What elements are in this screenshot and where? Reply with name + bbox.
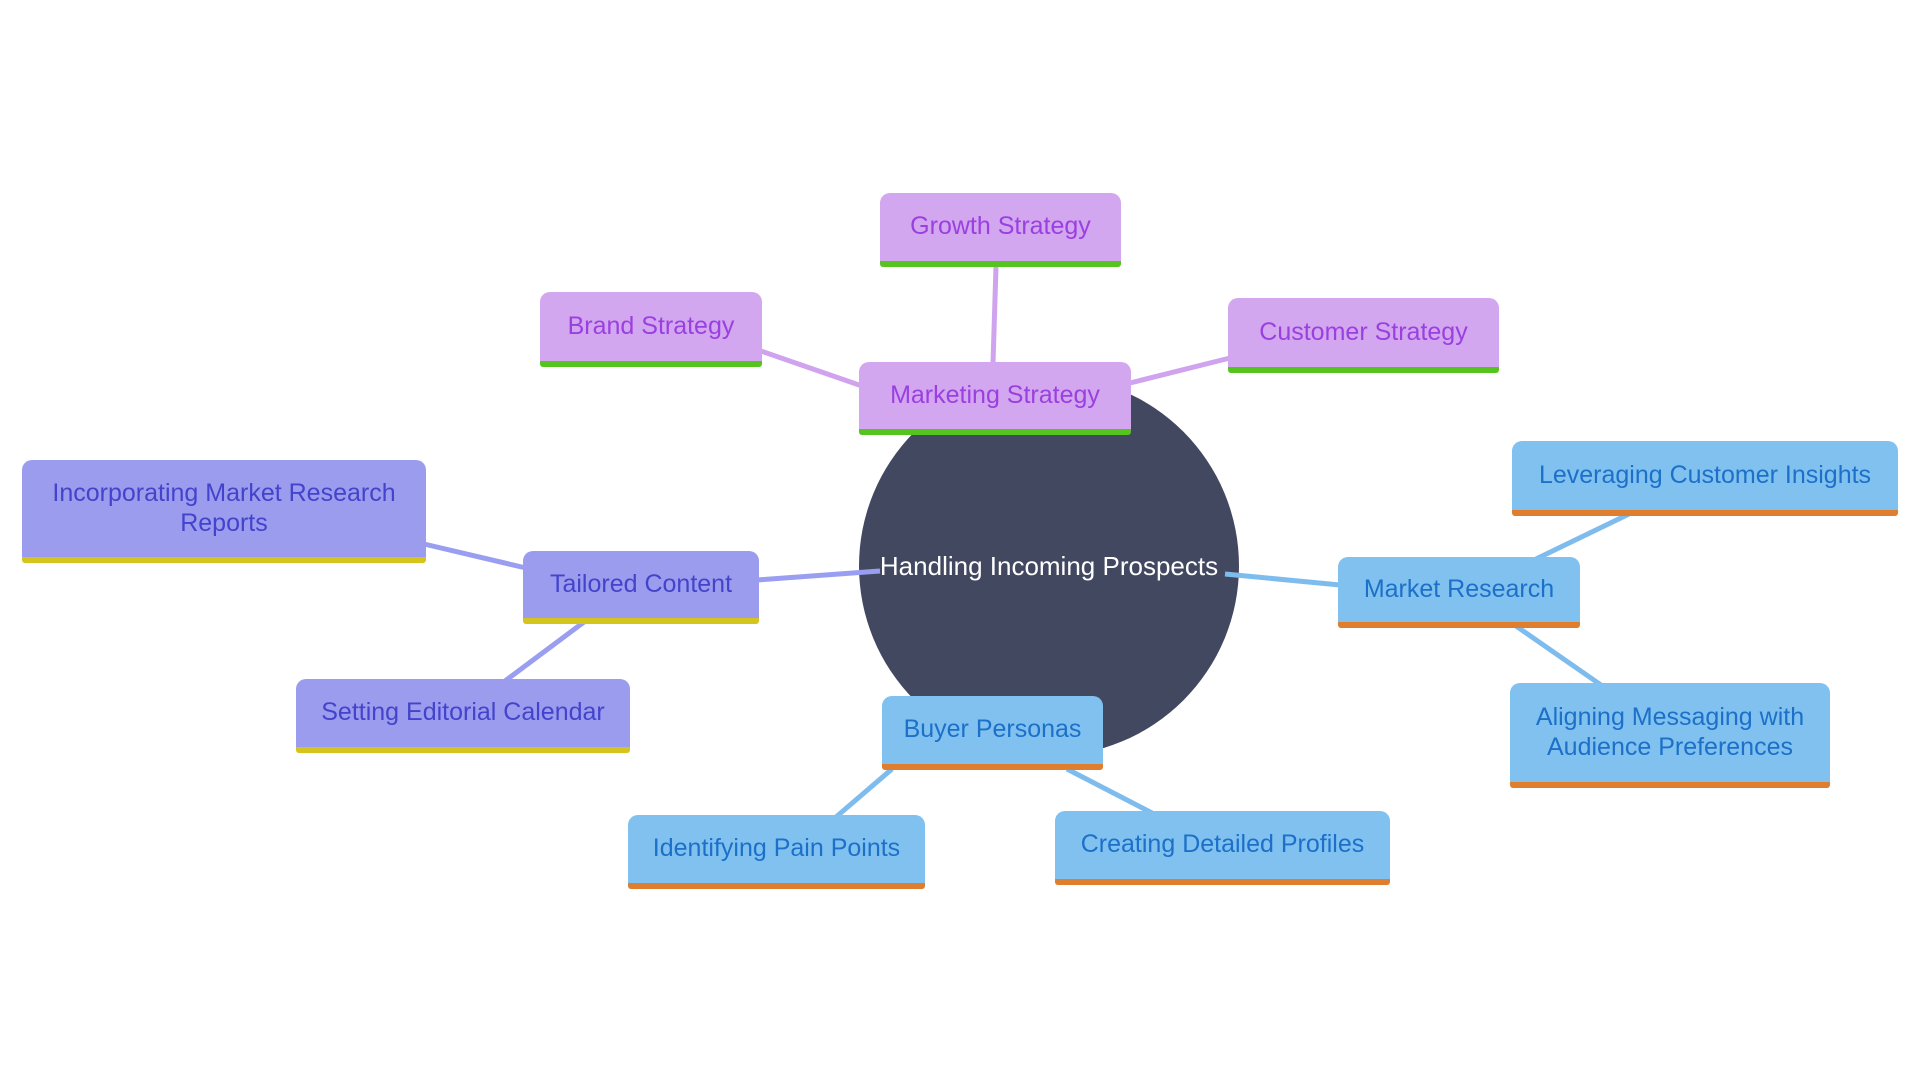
connector-aligning-messaging [1514, 623, 1603, 688]
node-setting-editorial-calendar[interactable]: Setting Editorial Calendar [296, 679, 630, 753]
node-label: Tailored Content [549, 569, 733, 598]
node-growth-strategy[interactable]: Growth Strategy [880, 193, 1121, 267]
node-label: Customer Strategy [1259, 317, 1468, 346]
node-label: Creating Detailed Profiles [1080, 830, 1365, 859]
node-label: Aligning Messaging with Audience Prefere… [1535, 703, 1805, 761]
node-label: Marketing Strategy [890, 380, 1100, 409]
node-label: Buyer Personas [903, 715, 1082, 744]
connector-customer-strategy [1129, 355, 1231, 386]
node-label: Identifying Pain Points [652, 834, 901, 863]
connector-setting-editorial [503, 619, 586, 684]
node-label: Brand Strategy [567, 311, 735, 340]
connector-market-research-center [1224, 571, 1341, 588]
connector-tailored-content-center [756, 568, 881, 583]
node-buyer-personas[interactable]: Buyer Personas [882, 696, 1103, 770]
central-topic[interactable]: Handling Incoming Prospects [859, 376, 1239, 756]
connector-creating-profiles [1065, 766, 1154, 816]
connector-identifying-pain-points [834, 767, 894, 819]
node-marketing-strategy[interactable]: Marketing Strategy [859, 362, 1131, 435]
node-leveraging-customer-insights[interactable]: Leveraging Customer Insights [1512, 441, 1898, 516]
central-topic-label: Handling Incoming Prospects [879, 550, 1219, 581]
node-label: Growth Strategy [910, 212, 1091, 241]
connector-incorporating-reports [423, 541, 527, 571]
connector-growth-strategy [990, 266, 999, 364]
connector-brand-strategy [760, 348, 863, 389]
node-label: Leveraging Customer Insights [1538, 460, 1872, 489]
node-label: Market Research [1363, 574, 1555, 603]
node-tailored-content[interactable]: Tailored Content [523, 551, 759, 624]
node-customer-strategy[interactable]: Customer Strategy [1228, 298, 1499, 373]
node-creating-detailed-profiles[interactable]: Creating Detailed Profiles [1055, 811, 1390, 885]
connector-leveraging-insights [1534, 511, 1631, 562]
node-label: Setting Editorial Calendar [321, 698, 605, 727]
node-label: Incorporating Market Research Reports [52, 479, 396, 537]
node-aligning-messaging-with-audience-preferences[interactable]: Aligning Messaging with Audience Prefere… [1510, 683, 1830, 788]
node-market-research[interactable]: Market Research [1338, 557, 1580, 628]
node-identifying-pain-points[interactable]: Identifying Pain Points [628, 815, 925, 889]
node-brand-strategy[interactable]: Brand Strategy [540, 292, 762, 367]
node-incorporating-market-research-reports[interactable]: Incorporating Market Research Reports [22, 460, 426, 563]
